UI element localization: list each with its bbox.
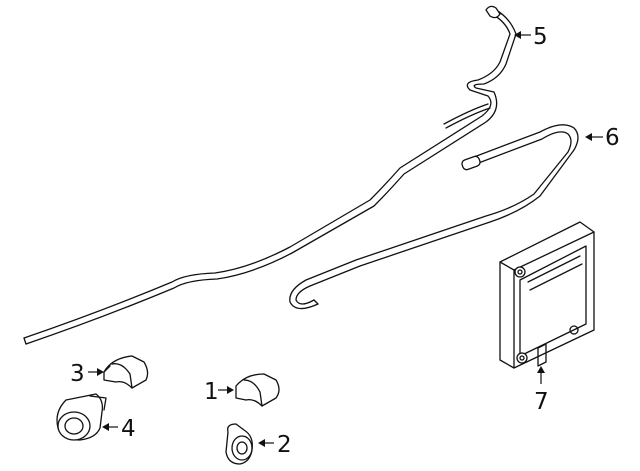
parking-sensor-4 [56, 393, 107, 441]
callout-6: 6 [605, 125, 620, 151]
callout-1: 1 [204, 379, 219, 405]
wiring-harness-6 [289, 124, 579, 310]
callout-2: 2 [277, 432, 292, 458]
callout-7: 7 [534, 389, 549, 415]
callout-5: 5 [533, 24, 548, 50]
sensor-retainer-3 [103, 355, 149, 389]
callout-3: 3 [70, 361, 85, 387]
callout-arrows [88, 31, 603, 447]
sensor-retainer-1 [235, 373, 280, 407]
sensor-grommet-2 [225, 423, 253, 465]
callout-4: 4 [121, 416, 136, 442]
control-module [499, 221, 595, 369]
wiring-harness-5 [23, 5, 517, 345]
